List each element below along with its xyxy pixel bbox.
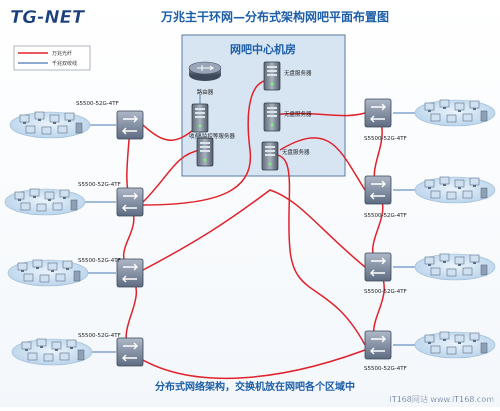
switch-right-2-label: S5500-52G-4TF: [364, 213, 407, 219]
pc-cluster-right-2: [414, 176, 496, 204]
diskless-server-3-icon: [261, 141, 279, 171]
pc-cluster-left-2: [4, 188, 86, 216]
switch-left-4-label: S5500-52G-4TF: [78, 333, 121, 339]
pc-cluster-right-3: [414, 253, 496, 281]
switch-right-4-label: S5500-52G-4TF: [364, 366, 407, 372]
diskless-server-2-icon: [263, 102, 281, 132]
legend-copper-label: 千兆双绞线: [52, 60, 77, 67]
router-label: 路由器: [197, 88, 214, 96]
switch-left-2-label: S5500-52G-4TF: [78, 182, 121, 188]
router-icon: [188, 61, 222, 81]
pc-cluster-left-1: [9, 111, 91, 139]
logo: TG-NET: [10, 7, 86, 28]
switch-right-1-label: S5500-52G-4TF: [364, 136, 407, 142]
switch-left-1-icon: [116, 110, 144, 140]
billing-server-icon: [191, 103, 209, 133]
diskless-server-1-icon: [263, 61, 281, 91]
server-room-title: 网吧中心机房: [230, 42, 296, 56]
diskless-server-1-label: 无盘服务器: [284, 69, 312, 77]
switch-right-3-label: S5500-52G-4TF: [364, 289, 407, 295]
switch-right-4-icon: [364, 330, 392, 360]
switch-right-2-icon: [364, 175, 392, 205]
legend: 万兆光纤 千兆双绞线: [13, 45, 91, 71]
pc-cluster-left-3: [7, 259, 89, 287]
diskless-server-3-label: 无盘服务器: [282, 148, 310, 156]
switch-right-1-icon: [364, 98, 392, 128]
billing-server-label: 收费\监控等服务器: [189, 132, 235, 140]
switch-left-2-icon: [116, 187, 144, 217]
page-title: 万兆主干环网—分布式架构网吧平面布置图: [160, 9, 389, 24]
watermark: IT168网站 www.IT168.com: [389, 394, 494, 404]
switch-left-1-label: S5500-52G-4TF: [76, 101, 119, 107]
switch-left-4-icon: [116, 337, 144, 367]
pc-cluster-right-1: [414, 99, 496, 127]
switch-right-3-icon: [364, 252, 392, 282]
pc-cluster-right-4: [414, 331, 496, 359]
switch-left-3-icon: [116, 258, 144, 288]
caption: 分布式网络架构，交换机放在网吧各个区域中: [155, 380, 355, 393]
switch-left-3-label: S5500-52G-4TF: [78, 258, 121, 264]
legend-fiber-label: 万兆光纤: [52, 50, 72, 57]
diskless-server-2-label: 无盘服务器: [284, 110, 312, 118]
pc-cluster-left-4: [11, 338, 93, 366]
monitor-server-icon: [196, 137, 214, 167]
